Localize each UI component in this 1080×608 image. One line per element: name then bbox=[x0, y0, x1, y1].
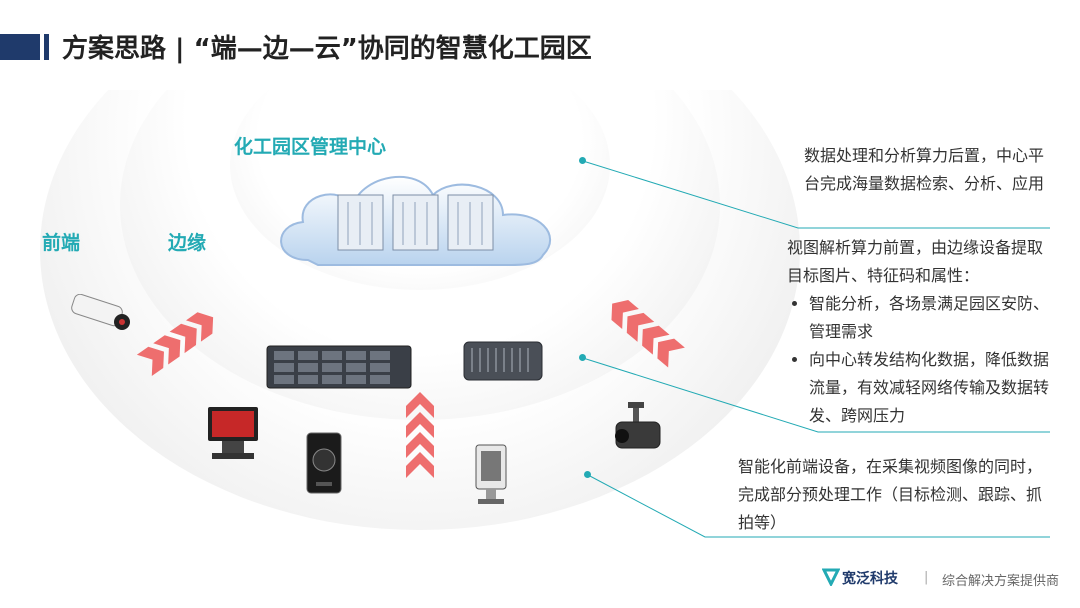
front-label: 前端 bbox=[42, 232, 81, 254]
edge-label: 边缘 bbox=[168, 232, 207, 254]
ptz-camera-icon bbox=[615, 402, 661, 449]
nvr-server-icon bbox=[266, 345, 412, 389]
kiosk-terminal-icon bbox=[208, 407, 258, 459]
header-area bbox=[0, 0, 1080, 90]
cloud-connector-dot bbox=[579, 157, 586, 164]
edge-description: 视图解析算力前置，由边缘设备提取目标图片、特征码和属性： 智能分析，各场景满足园… bbox=[787, 234, 1049, 430]
page-title-front: 方案思路 | “端—边—云”协同的智慧化工园区 bbox=[62, 34, 592, 64]
access-control-panel-icon bbox=[306, 432, 342, 494]
edge-connector-dot bbox=[579, 354, 586, 361]
edge-description-intro: 视图解析算力前置，由边缘设备提取目标图片、特征码和属性： bbox=[787, 238, 1044, 285]
company-logo-text: 宽泛科技 bbox=[842, 571, 898, 587]
edge-to-cloud-arrow-icon bbox=[611, 300, 685, 368]
front-connector-dot bbox=[584, 471, 591, 478]
cloud-description: 数据处理和分析算力后置，中心平台完成海量数据检索、分析、应用 bbox=[804, 146, 1045, 193]
footer-separator: | bbox=[924, 570, 929, 585]
center-label: 化工园区管理中心 bbox=[234, 136, 387, 158]
edge-description-bullets: 智能分析，各场景满足园区安防、管理需求 向中心转发结构化数据，降低数据流量，有效… bbox=[787, 290, 1049, 430]
cloud-icon bbox=[280, 175, 551, 266]
edge-box-icon bbox=[463, 341, 543, 381]
title-accent-bar-front bbox=[0, 34, 40, 60]
title-accent-bar-thin-front bbox=[44, 34, 49, 60]
face-recognition-terminal-icon bbox=[475, 444, 507, 504]
front-description: 智能化前端设备，在采集视频图像的同时，完成部分预处理工作（目标检测、跟踪、抓拍等… bbox=[738, 457, 1043, 532]
footer-tagline: 综合解决方案提供商 bbox=[942, 574, 1060, 589]
company-logo-icon bbox=[822, 568, 840, 586]
edge-bullet-2: 向中心转发结构化数据，降低数据流量，有效减轻网络传输及数据转发、跨网压力 bbox=[809, 346, 1049, 430]
front-to-edge-arrow-icon bbox=[136, 312, 214, 377]
front-to-edge-vertical-arrow-icon bbox=[406, 392, 434, 478]
bullet-camera-icon bbox=[71, 294, 130, 330]
edge-bullet-1: 智能分析，各场景满足园区安防、管理需求 bbox=[809, 290, 1049, 346]
